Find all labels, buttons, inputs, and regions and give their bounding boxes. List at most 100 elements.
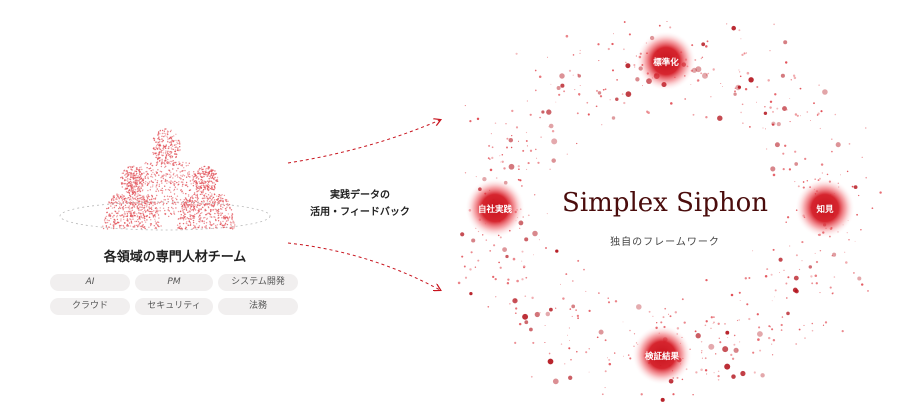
silhouette-dot — [184, 169, 186, 172]
silhouette-dot — [167, 198, 169, 200]
silhouette-dot — [183, 205, 186, 207]
silhouette-dot — [154, 220, 157, 222]
silhouette-dot — [133, 194, 136, 196]
silhouette-dot — [133, 211, 136, 213]
particle-dot — [772, 110, 774, 113]
silhouette-dot — [113, 199, 115, 202]
silhouette-dot — [168, 189, 171, 191]
silhouette-dot — [158, 138, 160, 140]
silhouette-dot — [182, 161, 184, 164]
silhouette-dot — [170, 155, 172, 157]
particle-dot — [575, 309, 577, 311]
silhouette-dot — [228, 216, 231, 218]
silhouette-dot — [233, 227, 235, 229]
silhouette-dot — [187, 224, 190, 226]
particle-dot — [625, 61, 627, 63]
silhouette-dot — [134, 198, 137, 201]
silhouette-dot — [205, 181, 207, 183]
particle-dot — [705, 320, 708, 323]
silhouette-dot — [148, 226, 150, 228]
silhouette-dot — [154, 175, 157, 177]
particle-dot — [759, 349, 762, 352]
silhouette-dot — [189, 204, 191, 206]
particle-dot — [769, 106, 772, 109]
silhouette-dot — [136, 195, 139, 197]
silhouette-dot — [161, 180, 163, 182]
silhouette-dot — [141, 168, 143, 171]
silhouette-dot — [149, 207, 151, 210]
particle-dot — [526, 145, 528, 147]
silhouette-dot — [181, 205, 184, 207]
particle-dot — [588, 348, 590, 350]
particle-dot — [710, 96, 712, 98]
silhouette-dot — [167, 188, 170, 191]
silhouette-dot — [219, 223, 221, 226]
silhouette-dot — [232, 228, 234, 230]
silhouette-dot — [179, 223, 181, 225]
silhouette-dot — [201, 172, 203, 175]
particle-dot — [549, 307, 553, 312]
silhouette-dot — [209, 170, 211, 173]
silhouette-dot — [131, 199, 133, 201]
silhouette-dot — [195, 200, 197, 203]
silhouette-dot — [193, 227, 195, 229]
particle-dot — [608, 358, 611, 361]
silhouette-dot — [171, 198, 173, 200]
silhouette-dot — [162, 152, 165, 154]
silhouette-dot — [198, 185, 200, 188]
silhouette-dot — [144, 227, 146, 230]
silhouette-dot — [118, 210, 120, 212]
silhouette-dot — [168, 162, 170, 165]
particle-dot — [569, 308, 572, 310]
silhouette-dot — [168, 154, 170, 156]
particle-dot — [517, 178, 520, 181]
particle-dot — [720, 82, 722, 85]
silhouette-dot — [144, 209, 146, 211]
silhouette-dot — [130, 190, 132, 192]
particle-dot — [507, 278, 510, 281]
silhouette-dot — [138, 179, 140, 181]
silhouette-dot — [139, 166, 141, 169]
particle-dot — [548, 123, 554, 129]
silhouette-dot — [117, 212, 119, 215]
particle-dot — [760, 373, 765, 378]
particle-dot — [769, 50, 771, 52]
silhouette-dot — [135, 168, 138, 171]
silhouette-dot — [149, 213, 151, 215]
silhouette-dot — [191, 209, 194, 211]
silhouette-dot — [217, 214, 220, 216]
silhouette-dot — [222, 215, 225, 218]
particle-dot — [531, 296, 534, 300]
silhouette-dot — [146, 170, 148, 173]
silhouette-dot — [224, 224, 226, 226]
particle-dot — [579, 94, 580, 96]
particle-dot — [629, 357, 632, 360]
silhouette-dot — [152, 171, 154, 174]
silhouette-dot — [230, 223, 232, 225]
particle-dot — [567, 334, 568, 336]
particle-dot — [848, 239, 850, 241]
silhouette-dot — [156, 182, 158, 184]
particle-dot — [797, 185, 800, 188]
particle-dot — [457, 281, 461, 285]
silhouette-dot — [164, 166, 166, 168]
silhouette-dot — [209, 187, 212, 190]
particle-dot — [727, 336, 729, 338]
silhouette-dot — [207, 183, 210, 186]
silhouette-dot — [159, 201, 162, 203]
silhouette-dot — [121, 194, 123, 196]
silhouette-dot — [188, 189, 191, 191]
silhouette-dot — [206, 171, 208, 173]
particle-dot — [604, 88, 607, 91]
silhouette-dot — [114, 211, 117, 213]
particle-dot — [692, 113, 695, 116]
silhouette-dot — [209, 222, 211, 224]
silhouette-dot — [185, 202, 187, 204]
particle-dot — [674, 311, 677, 314]
particle-dot — [713, 372, 715, 374]
particle-dot — [782, 152, 785, 155]
particle-dot — [794, 113, 798, 116]
silhouette-dot — [125, 201, 127, 203]
particle-dot — [818, 84, 820, 86]
particle-dot — [741, 53, 744, 57]
